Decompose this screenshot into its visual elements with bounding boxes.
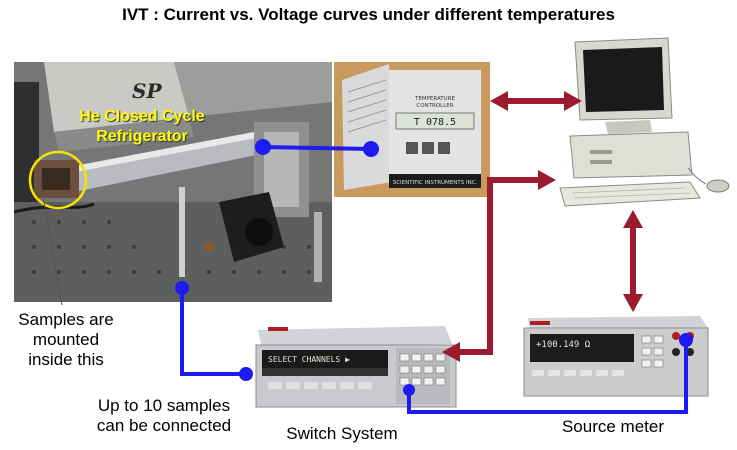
connect-annotation: Up to 10 samples can be connected: [84, 396, 244, 436]
temperature-controller-art: TEMPERATURE CONTROLLER T 078.5 SCIENTIFI…: [334, 62, 490, 197]
computer-switch-link: [458, 177, 540, 355]
temperature-controller-photo: TEMPERATURE CONTROLLER T 078.5 SCIENTIFI…: [334, 62, 490, 197]
tc-display: [395, 112, 475, 130]
he-refrigerator-label: He Closed Cycle Refrigerator: [62, 107, 222, 147]
connect-line1: Up to 10 samples: [97, 396, 231, 415]
refrigerator-photo: SP He Closed Cycle Refrigerator: [14, 62, 332, 302]
refrigerator-to-switch-link: [180, 288, 246, 376]
switch-to-sourcemeter-link: [407, 340, 688, 414]
blue-connection-dots: [175, 139, 693, 396]
tc-button-1[interactable]: [406, 142, 418, 154]
diagram-title: IVT : Current vs. Voltage curves under d…: [122, 5, 615, 24]
switch-system-instrument: [255, 326, 457, 408]
tc-button-3[interactable]: [438, 142, 450, 154]
samples-line1: Samples are: [18, 310, 114, 329]
refrigerator-to-controller-link: [262, 145, 372, 151]
tc-display-value: T 078.5: [414, 117, 456, 128]
tc-maker: SCIENTIFIC INSTRUMENTS INC.: [393, 180, 478, 186]
he-label-line2: Refrigerator: [96, 128, 188, 145]
computer-icon: [559, 37, 730, 207]
samples-line3: inside this: [28, 350, 104, 369]
switch-system-label: Switch System: [286, 424, 398, 443]
blue-connections: [180, 145, 688, 414]
switch-display-text: SELECT CHANNELS ▶: [268, 355, 350, 364]
red-connections: [458, 98, 636, 355]
red-arrowheads: [442, 91, 643, 362]
photo-art: SP: [14, 62, 332, 302]
he-label-line1: He Closed Cycle: [79, 108, 205, 125]
tc-button-2[interactable]: [422, 142, 434, 154]
source-meter-display-text: +100.149 Ω: [536, 340, 591, 350]
connect-line2: can be connected: [96, 416, 232, 435]
source-meter-instrument: [523, 316, 709, 397]
sp-logo: SP: [132, 79, 162, 103]
samples-annotation: Samples are mounted inside this: [6, 310, 126, 370]
tc-label-line2: CONTROLLER: [416, 103, 453, 109]
samples-pointer-line: [39, 179, 63, 306]
sample-highlight-circle: [28, 150, 88, 210]
samples-line2: mounted: [32, 330, 100, 349]
tc-label-line1: TEMPERATURE: [414, 96, 456, 102]
source-meter-label: Source meter: [561, 417, 665, 436]
